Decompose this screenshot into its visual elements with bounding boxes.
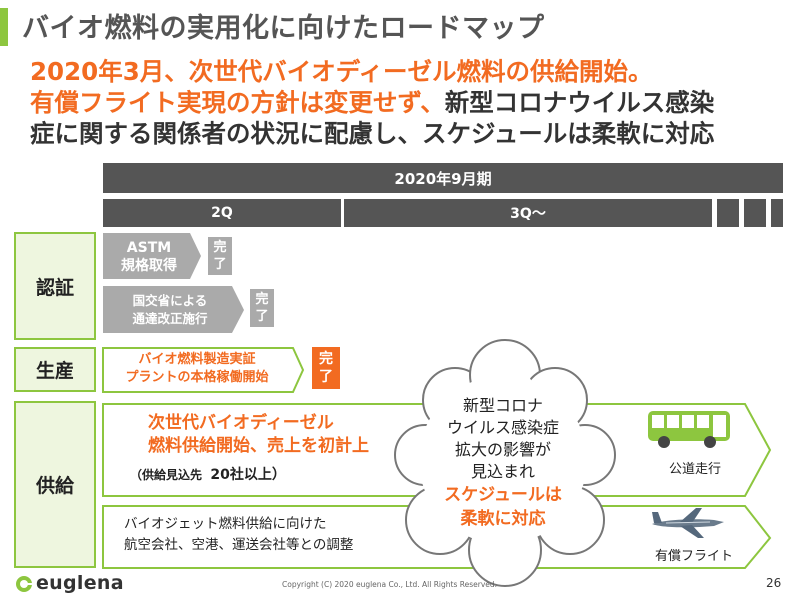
- public-road-label: 公道走行: [669, 462, 722, 477]
- paid-flight-label: 有償フライト: [655, 549, 734, 564]
- badge-char: 了: [213, 257, 227, 272]
- diesel-supply-line-1: 次世代バイオディーゼル: [148, 413, 334, 433]
- mlit-sublabel: 通達改正施行: [132, 311, 208, 326]
- production-text: バイオ燃料製造実証 プラントの本格稼働開始: [106, 351, 288, 387]
- airplane-icon: [652, 508, 724, 538]
- mlit-complete-badge: 完 了: [250, 289, 274, 327]
- page-number: 26: [766, 576, 782, 590]
- cloud-emphasis-line-1: スケジュールは: [444, 485, 562, 505]
- badge-char: 完: [213, 240, 227, 255]
- cloud-emphasis-line-2: 柔軟に対応: [460, 509, 546, 529]
- production-complete-badge: 完 了: [312, 347, 340, 389]
- production-line-1: バイオ燃料製造実証: [138, 352, 256, 367]
- cloud-line-2: ウイルス感染症: [446, 418, 559, 437]
- headline-line-1: 2020年3月、次世代バイオディーゼル燃料の供給開始。: [30, 57, 653, 86]
- astm-sublabel: 規格取得: [121, 258, 177, 274]
- quarter-2q-bar: 2Q: [103, 199, 341, 227]
- cloud-line-1: 新型コロナ: [462, 396, 543, 415]
- badge-char: 了: [319, 369, 333, 385]
- diesel-supply-line-2: 燃料供給開始、売上を初計上: [148, 436, 369, 456]
- company-logo: euglena: [14, 572, 124, 594]
- supply-target-prefix: （供給見込先: [130, 468, 203, 482]
- astm-complete-badge: 完 了: [208, 237, 232, 275]
- copyright-notice: Copyright (C) 2020 euglena Co., Ltd. All…: [282, 580, 498, 589]
- cloud-line-4: 見込まれ: [470, 462, 535, 481]
- quarter-3q-bar: 3Q〜: [344, 199, 712, 227]
- production-arrow: [102, 347, 305, 393]
- headline-line-2-rest: 新型コロナウイルス感染: [444, 88, 715, 117]
- cloud-text: 新型コロナ ウイルス感染症 拡大の影響が 見込まれ スケジュールは 柔軟に対応: [432, 395, 574, 531]
- fiscal-period-bar: 2020年9月期: [103, 163, 783, 193]
- astm-arrow: [103, 233, 201, 279]
- quarter-segment: [771, 199, 783, 227]
- supply-target-note: （供給見込先 20社以上）: [130, 464, 286, 484]
- cloud-line-3: 拡大の影響が: [454, 440, 551, 459]
- logo-text: euglena: [36, 572, 124, 594]
- mlit-text: 国交省による 通達改正施行: [106, 292, 234, 328]
- impact-cloud-fill: [419, 365, 587, 544]
- jet-supply-line-2: 航空会社、空港、運送会社等との調整: [124, 537, 354, 553]
- row-label-supply: 供給: [14, 401, 96, 568]
- astm-text: ASTM 規格取得: [106, 239, 192, 275]
- supply-target-value: 20社以上）: [210, 467, 286, 483]
- bus-icon: [648, 411, 730, 448]
- cloud-emphasis: スケジュールは 柔軟に対応: [432, 483, 574, 531]
- production-line-2: プラントの本格稼働開始: [125, 370, 269, 385]
- headline-line-3: 症に関する関係者の状況に配慮し、スケジュールは柔軟に対応: [30, 119, 715, 148]
- jet-supply-line-1: バイオジェット燃料供給に向けた: [124, 516, 327, 532]
- title-accent-bar: [0, 8, 8, 46]
- badge-char: 完: [319, 351, 333, 367]
- quarter-segment: [744, 199, 766, 227]
- euglena-logo-icon: [16, 576, 32, 592]
- mlit-label: 国交省による: [132, 293, 208, 308]
- badge-char: 完: [255, 292, 269, 307]
- jet-supply-text: バイオジェット燃料供給に向けた 航空会社、空港、運送会社等との調整: [124, 514, 353, 556]
- headline-line-2: 有償フライト実現の方針は変更せず、新型コロナウイルス感染: [30, 88, 714, 118]
- logo-mark-spacer: [14, 574, 32, 592]
- row-label-production: 生産: [14, 347, 96, 392]
- astm-label: ASTM: [126, 240, 172, 256]
- row-label-certification: 認証: [14, 232, 96, 340]
- quarter-segment: [717, 199, 739, 227]
- badge-char: 了: [255, 309, 269, 324]
- diesel-supply-text: 次世代バイオディーゼル 燃料供給開始、売上を初計上: [148, 412, 369, 458]
- mlit-arrow: [103, 286, 244, 333]
- slide-title: バイオ燃料の実用化に向けたロードマップ: [22, 13, 545, 44]
- headline-line-2-emphasis: 有償フライト実現の方針は変更せず、: [30, 88, 445, 117]
